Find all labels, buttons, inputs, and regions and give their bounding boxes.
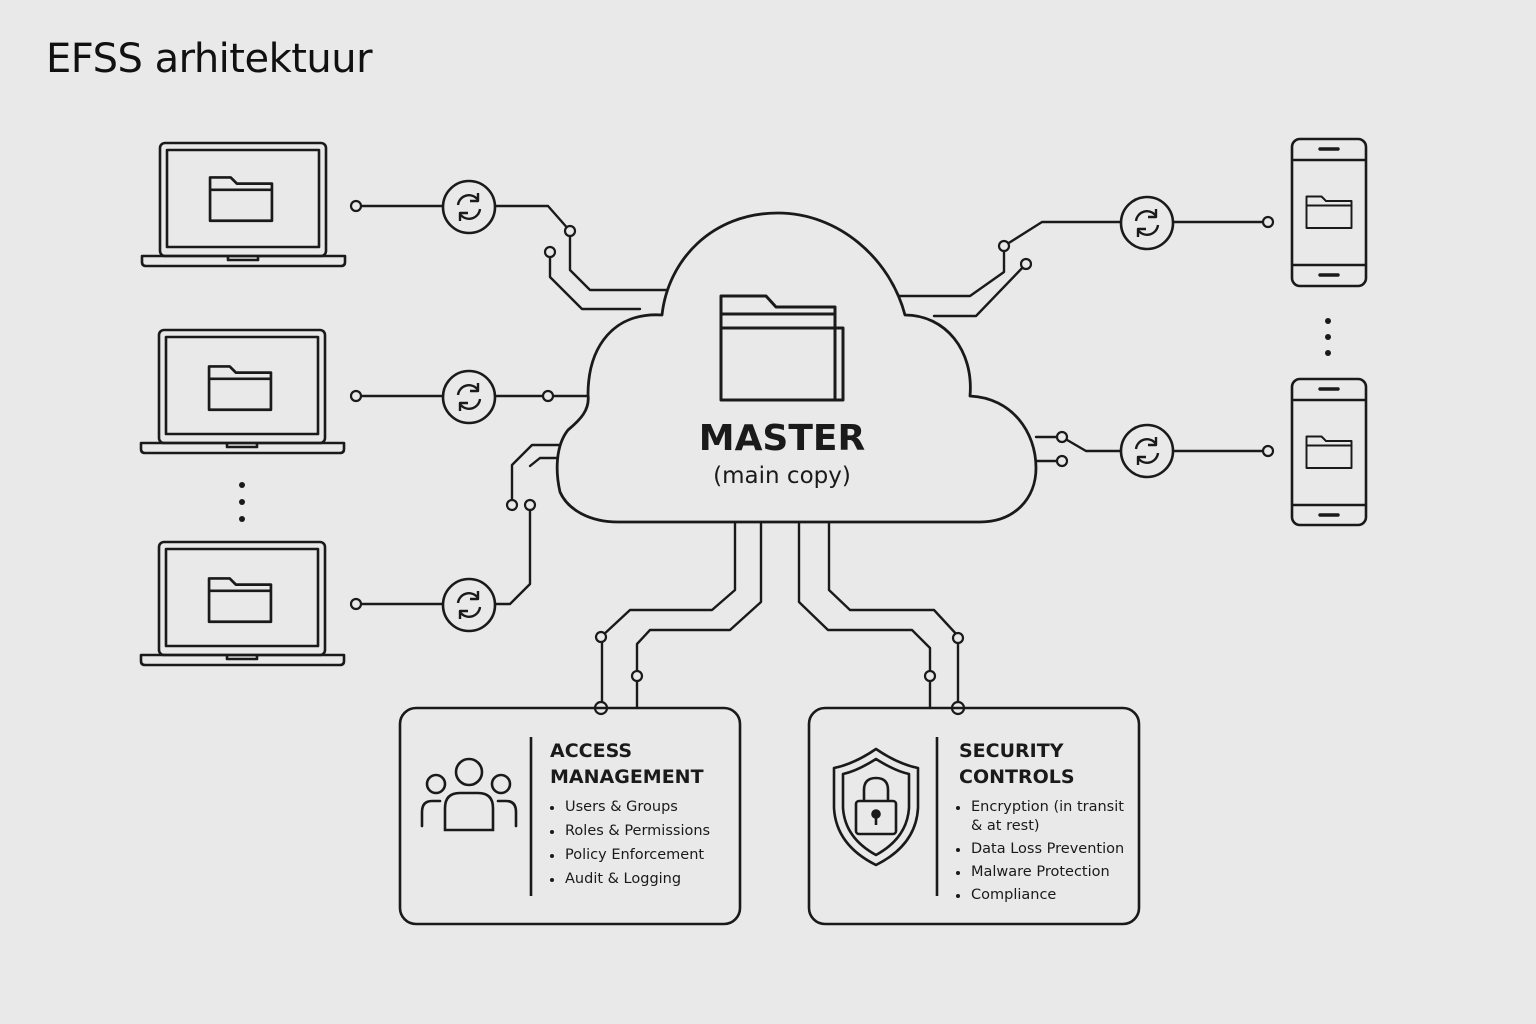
list-item: Encryption (in transit & at rest): [955, 798, 1127, 836]
folder-icon: [719, 294, 845, 402]
list-item: Users & Groups: [549, 798, 729, 817]
security-controls-title: SECURITY CONTROLS: [959, 740, 1075, 788]
access-management-panel: [398, 706, 742, 926]
sync-icon: [1119, 195, 1175, 251]
laptop-icon: [139, 540, 346, 667]
list-item: Policy Enforcement: [549, 846, 729, 865]
sync-icon: [441, 577, 497, 633]
shield-lock-icon: [832, 747, 920, 867]
folder-icon: [1305, 435, 1353, 470]
smartphone-icon: [1290, 137, 1368, 288]
folder-icon: [1305, 195, 1353, 230]
users-icon: [420, 757, 518, 832]
access-management-title: ACCESS MANAGEMENT: [550, 740, 704, 788]
list-item: Roles & Permissions: [549, 822, 729, 841]
laptop-icon: [139, 328, 346, 455]
master-sublabel: (main copy): [713, 463, 851, 489]
list-item: Compliance: [955, 886, 1127, 905]
folder-icon: [207, 364, 273, 412]
sync-icon: [441, 179, 497, 235]
smartphone-icon: [1290, 377, 1368, 527]
more-devices-ellipsis: [239, 482, 245, 522]
wire-nodes: [349, 199, 1275, 716]
more-devices-ellipsis: [1325, 318, 1331, 356]
master-cloud: [555, 211, 1038, 524]
diagram-title: EFSS arhitektuur: [46, 36, 373, 82]
list-item: Malware Protection: [955, 863, 1127, 882]
access-management-list: Users & Groups Roles & Permissions Polic…: [549, 798, 729, 894]
security-controls-panel: [807, 706, 1141, 926]
sync-icon: [1119, 423, 1175, 479]
list-item: Data Loss Prevention: [955, 840, 1127, 859]
master-label: MASTER: [698, 418, 866, 459]
folder-icon: [208, 175, 274, 223]
sync-icon: [441, 369, 497, 425]
security-controls-list: Encryption (in transit & at rest) Data L…: [955, 798, 1127, 909]
connector-wires: [354, 204, 1270, 710]
folder-icon: [207, 576, 273, 624]
laptop-icon: [140, 141, 347, 268]
list-item: Audit & Logging: [549, 870, 729, 889]
